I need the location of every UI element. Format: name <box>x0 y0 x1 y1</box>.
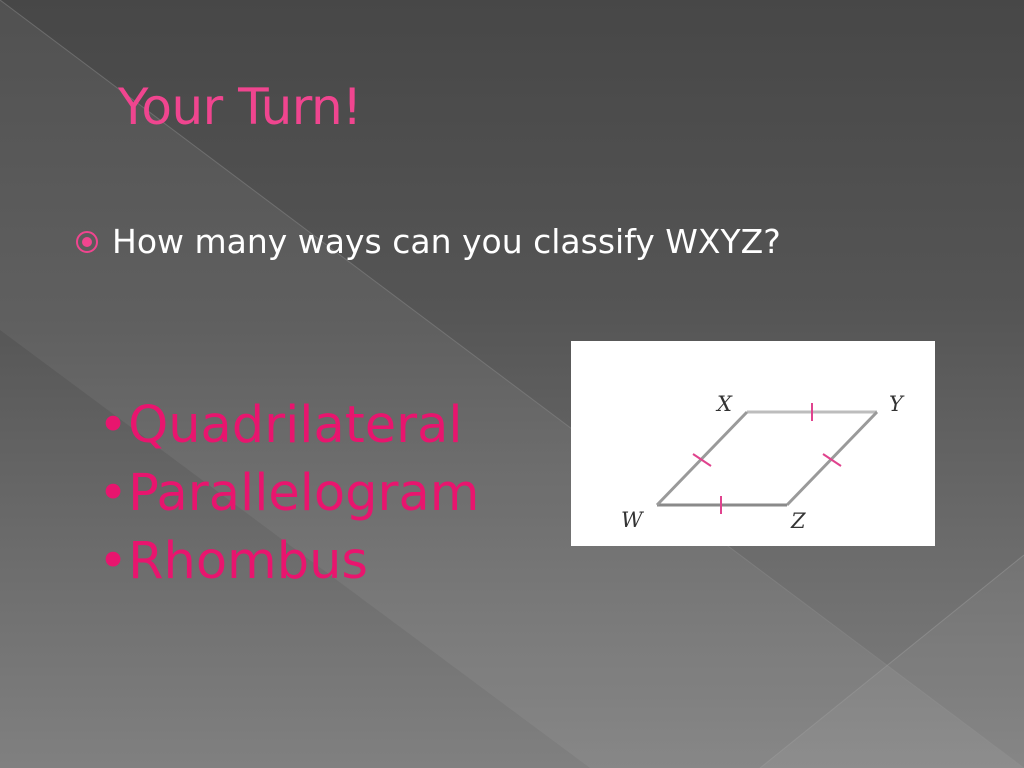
vertex-label-x: X <box>715 392 733 416</box>
radio-bullet-icon <box>74 229 100 255</box>
congruence-tick-marks <box>692 403 842 514</box>
question-bullet: How many ways can you classify WXYZ? <box>74 222 781 261</box>
vertex-label-y: Y <box>889 392 905 416</box>
answer-list: •Quadrilateral •Parallelogram •Rhombus <box>98 392 479 596</box>
question-text: How many ways can you classify WXYZ? <box>112 222 781 261</box>
vertex-label-z: Z <box>790 509 806 533</box>
rhombus-shape <box>655 410 879 507</box>
rhombus-figure: X Y W Z <box>571 341 935 546</box>
answer-rhombus: •Rhombus <box>98 532 368 591</box>
answer-quadrilateral: •Quadrilateral <box>98 396 463 455</box>
vertex-label-w: W <box>621 508 645 532</box>
slide-title: Your Turn! <box>118 78 362 136</box>
answer-parallelogram: •Parallelogram <box>98 464 480 523</box>
